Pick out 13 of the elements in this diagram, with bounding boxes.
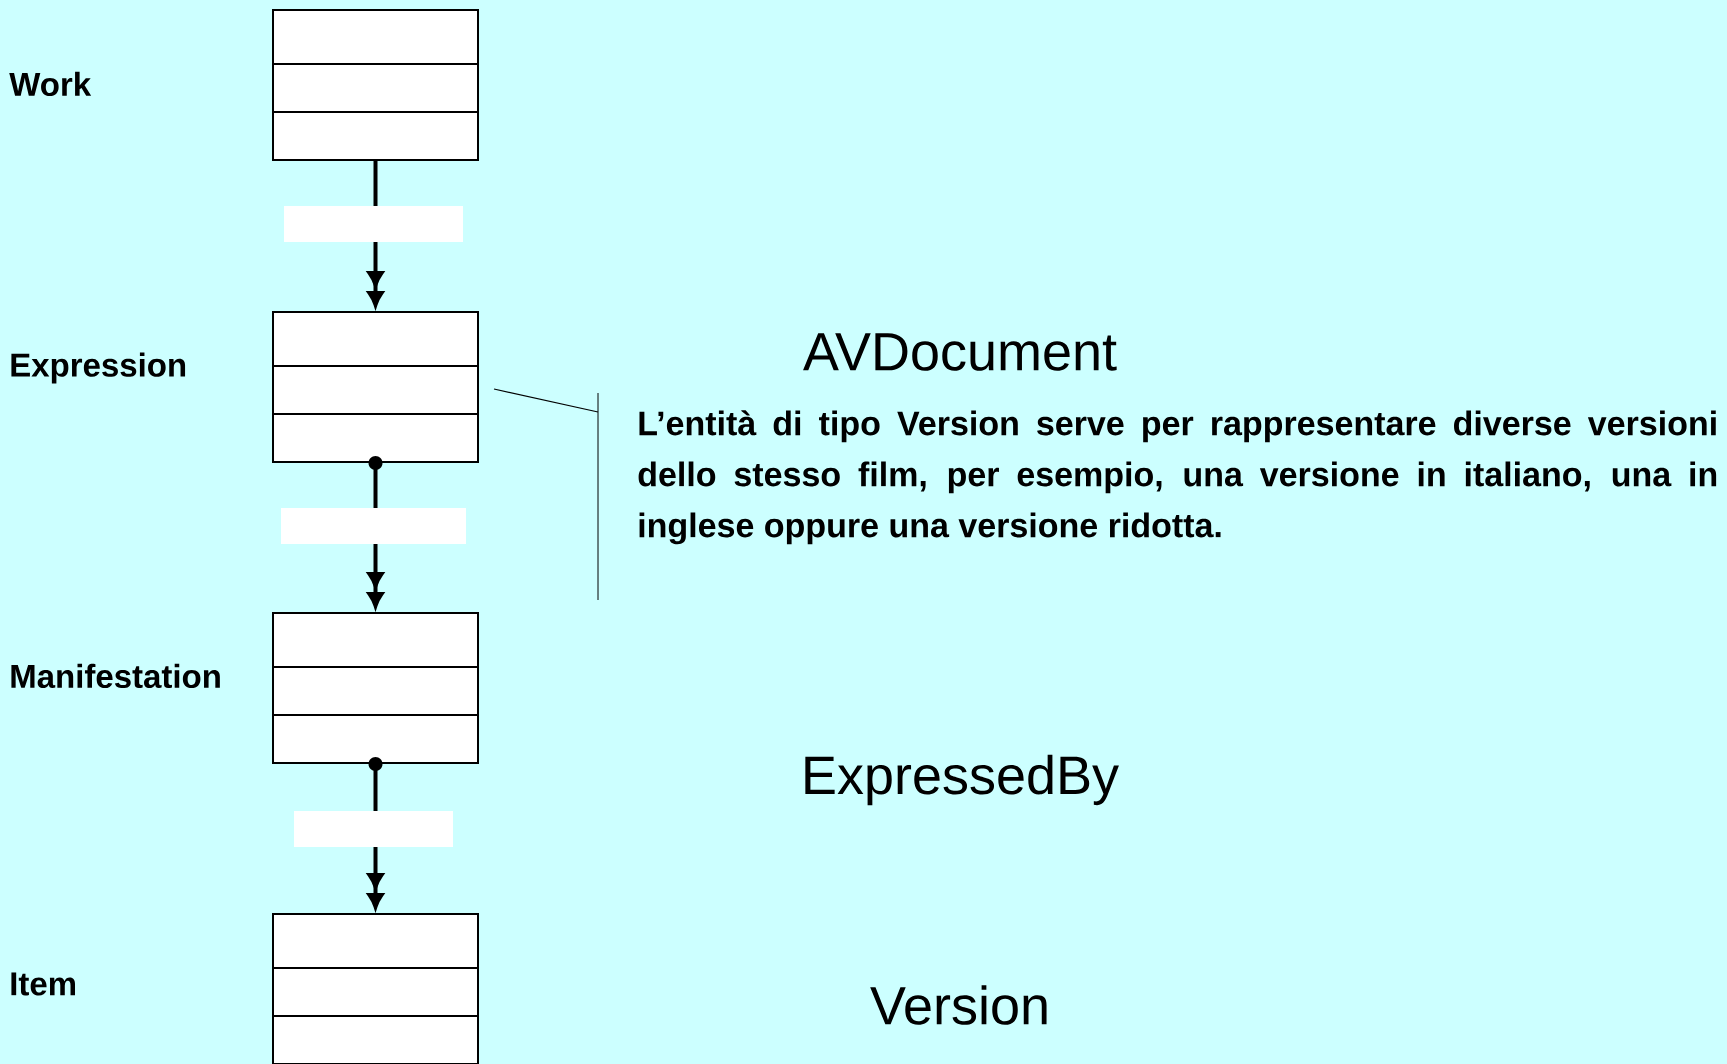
callout-text: L’entità di tipo Version serve per rappresentare diverse versioni dello stesso film, per esempio, una versione in italiano, una in inglese oppure una versione ridotta. xyxy=(638,410,1717,545)
class-box xyxy=(271,612,479,764)
title-text: AVDocument xyxy=(803,333,1117,371)
entity-label: Work xyxy=(9,71,92,97)
title-text: Version xyxy=(870,985,1047,1025)
entity-label: Item xyxy=(11,972,75,996)
entity-label: Manifestation xyxy=(11,663,220,689)
class-box xyxy=(271,311,479,463)
class-box xyxy=(271,913,479,1064)
class-box xyxy=(271,9,479,161)
title-text: ExpressedBy xyxy=(805,754,1119,806)
leader-line xyxy=(493,388,599,413)
entity-label: Expression xyxy=(11,352,186,384)
